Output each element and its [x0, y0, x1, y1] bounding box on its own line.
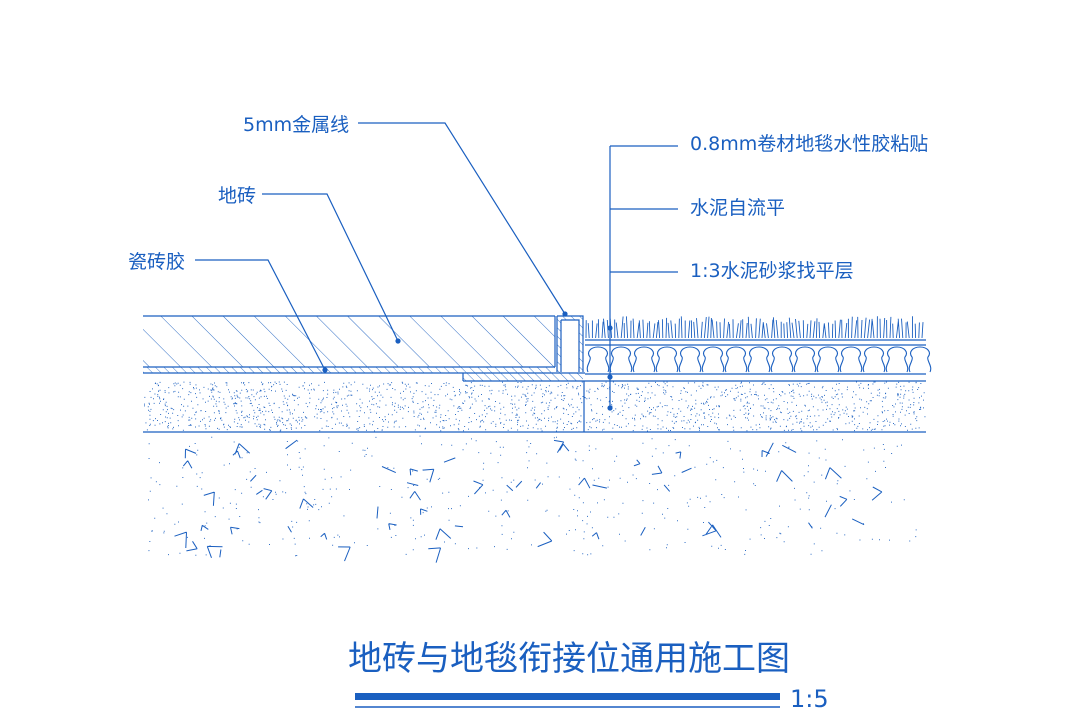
floor-tile-layer — [143, 315, 556, 368]
label-self-leveling: 水泥自流平 — [690, 197, 785, 219]
carpet-layer — [585, 316, 924, 339]
label-mortar-leveling: 1:3水泥砂浆找平层 — [690, 260, 854, 282]
drawing-title: 地砖与地毯衔接位通用施工图 — [348, 639, 790, 679]
self-leveling-layer — [585, 339, 932, 382]
label-tile-adhesive: 瓷砖胶 — [128, 251, 185, 273]
drawing-scale: 1:5 — [790, 685, 829, 713]
label-floor-tile: 地砖 — [218, 185, 256, 207]
leader-lines — [195, 122, 678, 411]
title-underline-thick — [355, 693, 780, 700]
label-metal-strip: 5mm金属线 — [243, 114, 349, 136]
concrete-base-layer — [148, 435, 917, 563]
label-carpet-glue: 0.8mm卷材地毯水性胶粘贴 — [690, 133, 928, 155]
mortar-leveling-layer — [143, 381, 926, 433]
metal-strip-profile — [462, 315, 585, 382]
tile-adhesive-layer — [143, 367, 585, 374]
